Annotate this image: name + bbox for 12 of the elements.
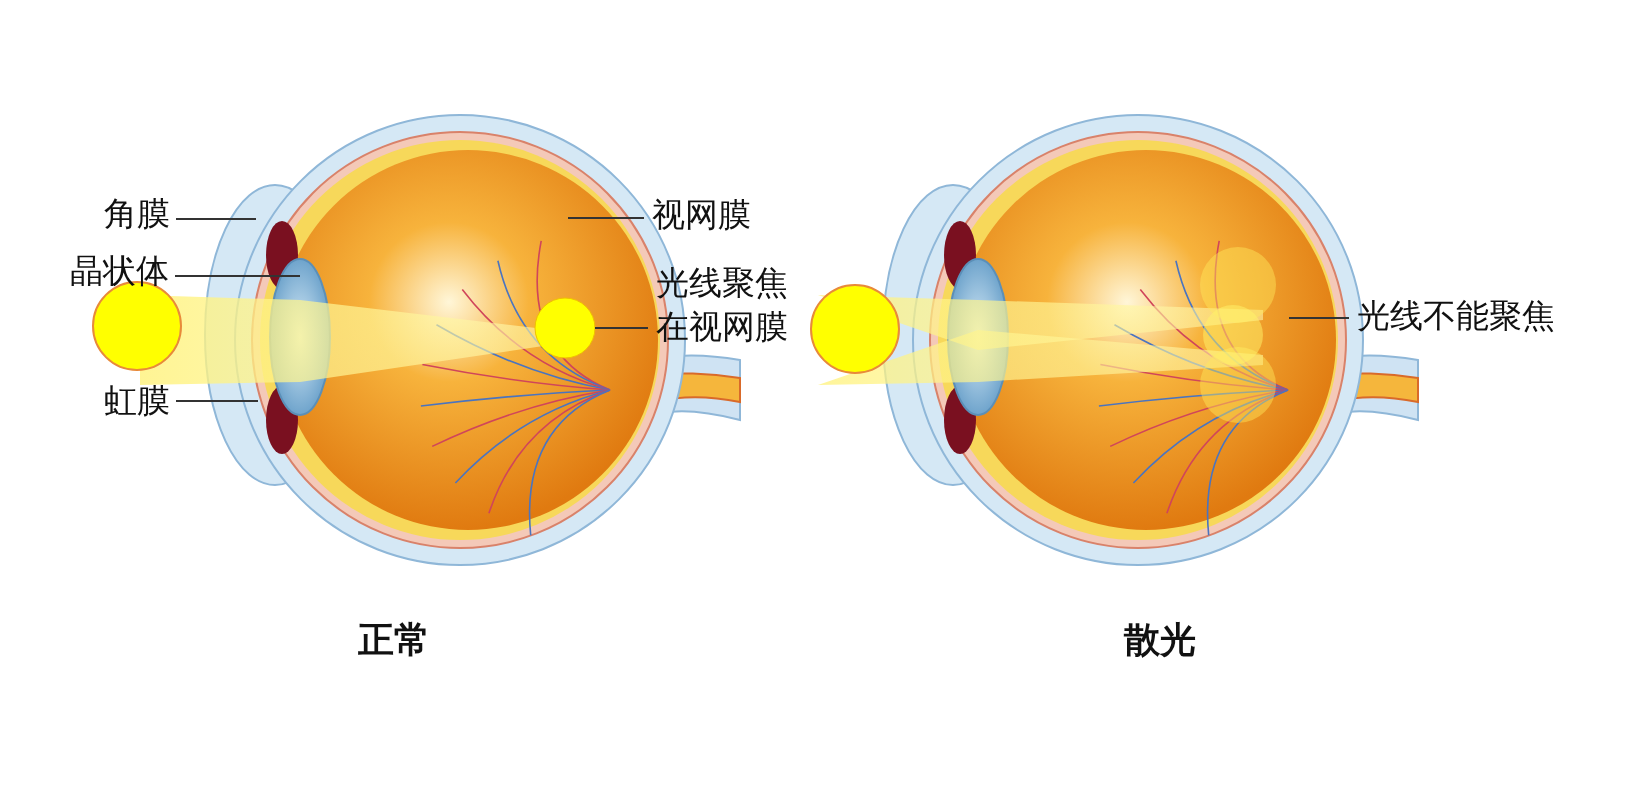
leader-line [175, 400, 259, 402]
part-label: 晶状体 [70, 249, 169, 293]
leader-line [594, 327, 649, 329]
part-label: 虹膜 [104, 379, 170, 423]
part-label: 角膜 [104, 192, 170, 236]
focus-spot [534, 297, 596, 359]
diagram-caption: 正常 [358, 618, 430, 662]
part-label: 视网膜 [652, 193, 751, 237]
leader-line [175, 218, 257, 220]
leader-line [174, 275, 301, 277]
diagram-caption: 散光 [1124, 618, 1196, 662]
part-label: 光线不能聚焦 [1357, 294, 1555, 338]
